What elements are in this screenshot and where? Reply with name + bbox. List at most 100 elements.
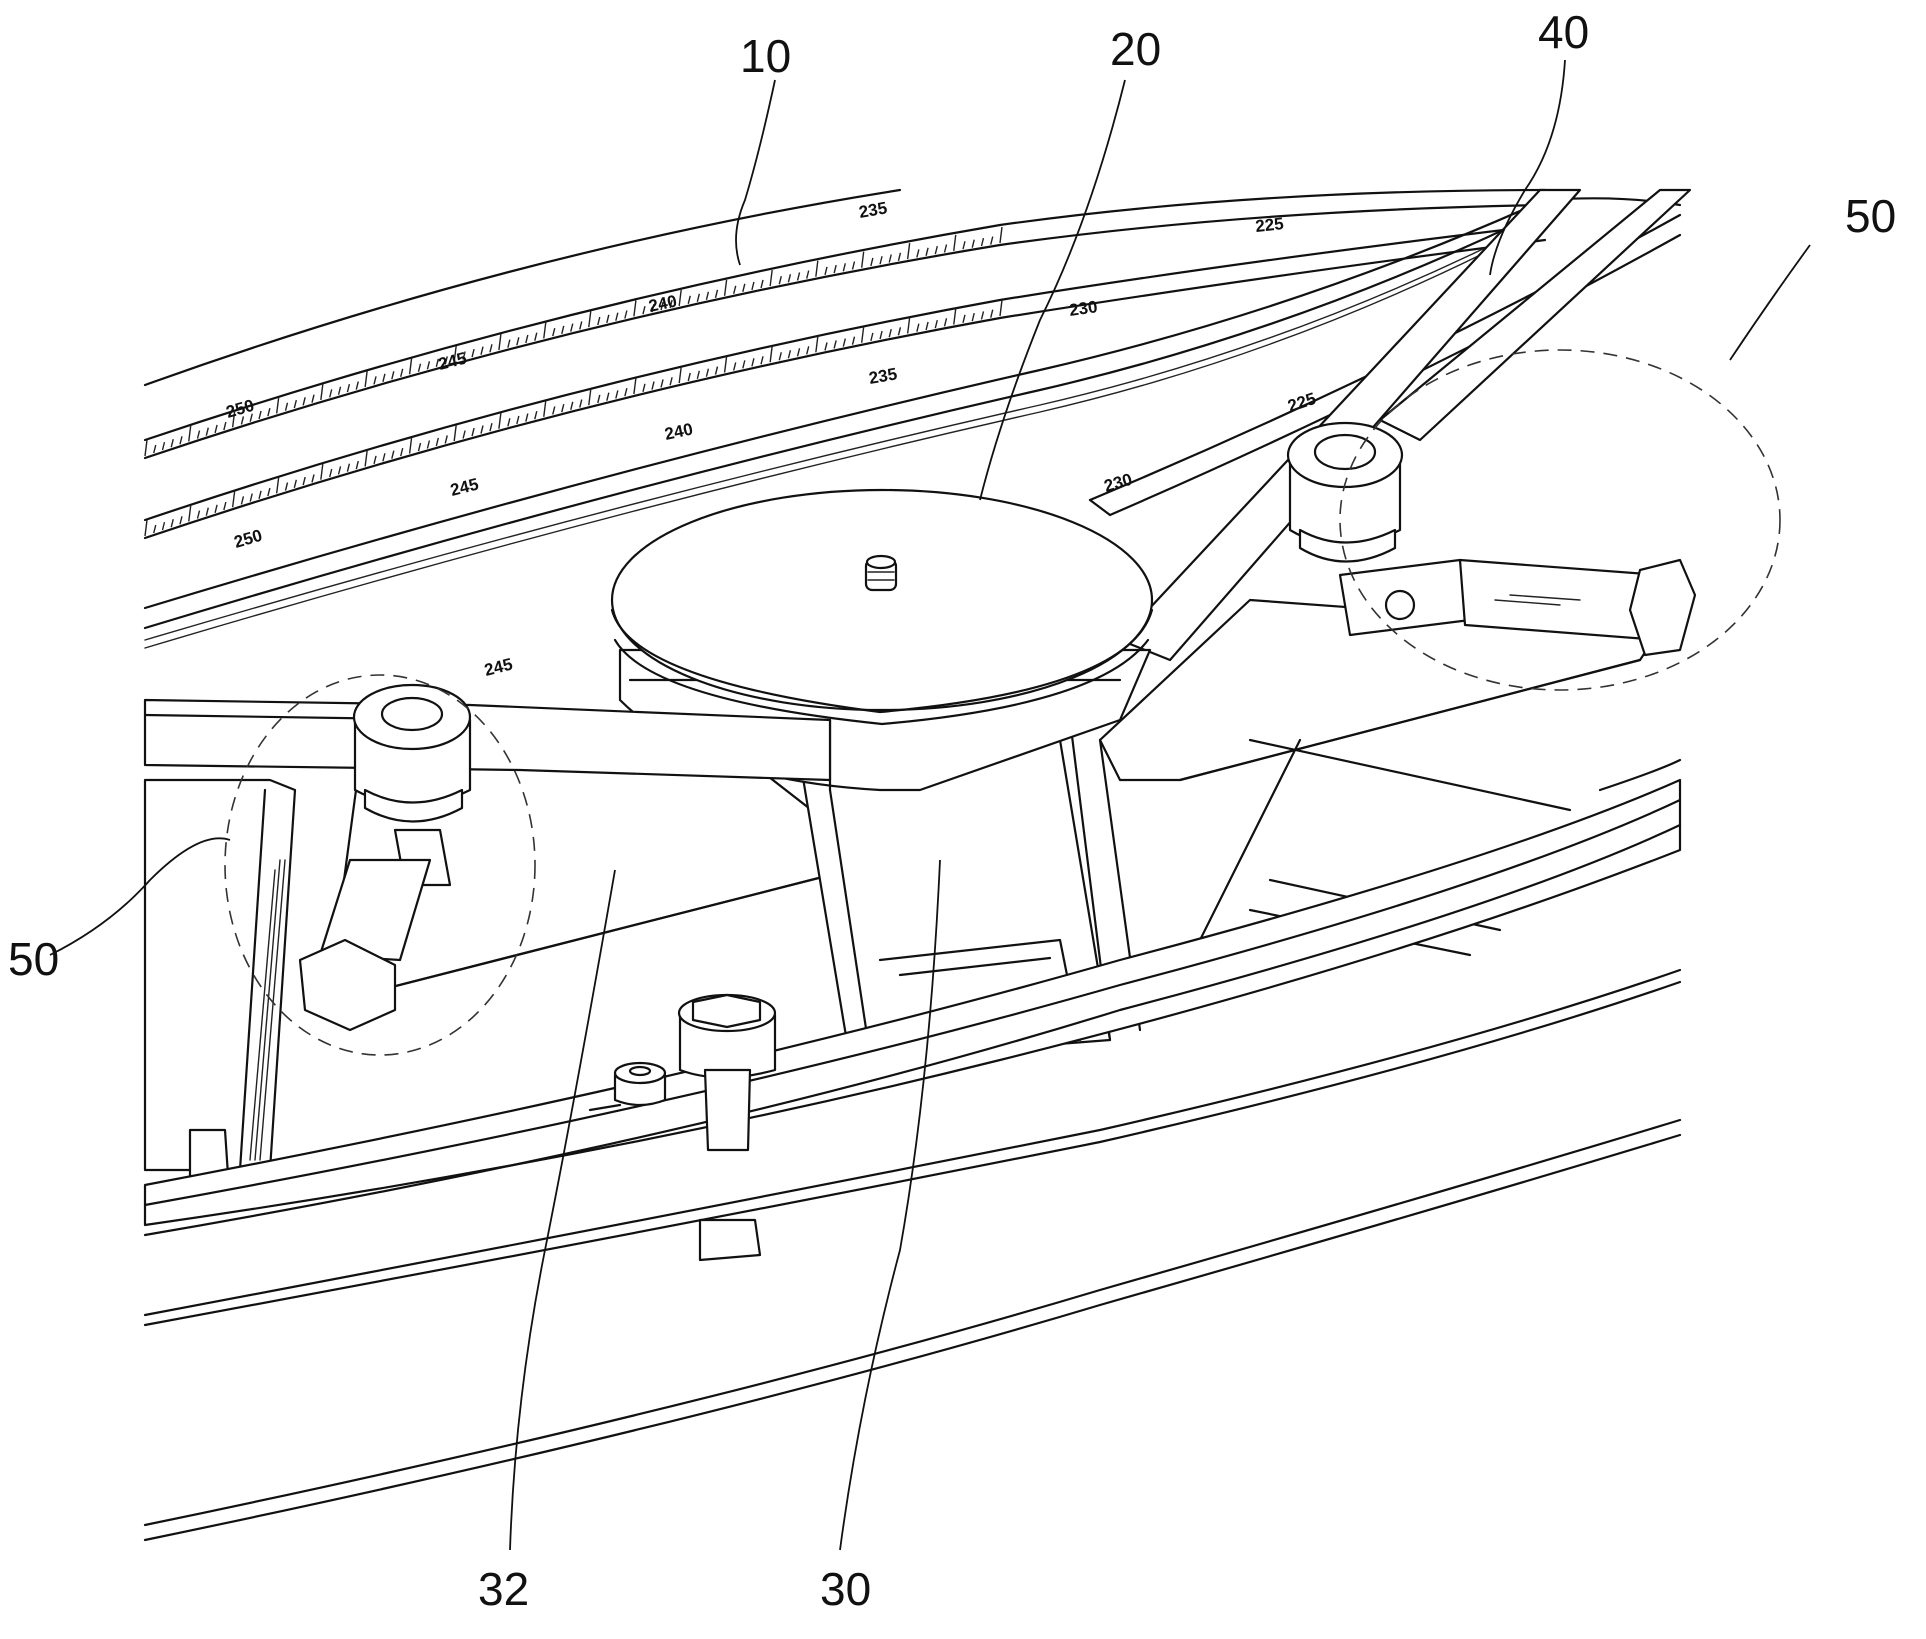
scale-tick [426, 361, 431, 370]
scale-tick [498, 333, 502, 351]
scale-tick [624, 310, 628, 319]
scale-tick [696, 293, 701, 302]
scale-tick [925, 247, 929, 256]
scale-tick [651, 303, 655, 313]
scale-tick [660, 301, 664, 311]
scale-tick [824, 266, 828, 276]
scale-tick [373, 455, 377, 465]
scale-tick [934, 245, 938, 255]
scale-tick [615, 312, 619, 321]
scale-tick [258, 490, 262, 499]
scale-tick [615, 390, 619, 399]
scale-tick [687, 295, 691, 305]
scale-tick [346, 383, 351, 393]
scale-tick [337, 386, 342, 395]
scale-tick [714, 366, 719, 375]
scale-tick [633, 377, 637, 395]
scale-tick [552, 327, 556, 337]
scale-tick [870, 257, 874, 267]
scale-tick [815, 260, 819, 277]
scale-tick [624, 388, 628, 397]
scale-tick [588, 311, 592, 328]
scale-tick [561, 403, 565, 413]
callout-50-right: 50 [1845, 190, 1896, 242]
scale-tick [851, 336, 856, 345]
scale-tick [953, 234, 957, 251]
roller-assembly-left [298, 683, 472, 1032]
scale-tick [971, 239, 975, 248]
scale-tick [760, 356, 764, 365]
scale-tick [806, 270, 810, 279]
scale-tick [588, 389, 592, 406]
scale-tick [205, 507, 209, 516]
scale-tick [842, 338, 847, 347]
left-beam [143, 698, 832, 782]
callout-30: 30 [820, 1563, 871, 1615]
scale-tick [516, 337, 520, 346]
scale-tick [879, 256, 883, 265]
scale-tick [860, 251, 865, 268]
scale-tick [480, 346, 484, 355]
scale-tick [462, 351, 466, 360]
scale-tick [787, 274, 792, 283]
scale-tick [778, 352, 782, 361]
scale-tick [267, 408, 271, 417]
bolt-main [677, 993, 777, 1262]
scale-tick [824, 342, 828, 351]
callout-10: 10 [740, 30, 791, 82]
scale-tick [196, 510, 201, 519]
scale-tick [723, 279, 728, 296]
scale-tick [337, 466, 342, 475]
scale-tick [426, 440, 431, 449]
scale-tick [833, 264, 837, 274]
scale-ticks-upper [144, 226, 1003, 457]
left-bracket [143, 778, 297, 1180]
scale-tick [696, 370, 701, 379]
scale-tick [240, 416, 245, 425]
scale-tick [275, 397, 280, 414]
scale-tick [400, 447, 404, 457]
scale-tick [833, 340, 837, 349]
scale-ring [143, 188, 1547, 649]
scale-tick [346, 463, 351, 472]
scale-tick [597, 394, 601, 404]
roller-assembly-right [1286, 421, 1697, 657]
scale-tick [606, 314, 610, 323]
scale-tick [787, 350, 792, 359]
scale-tick [355, 381, 359, 390]
scale-tick [311, 474, 315, 483]
scale-tick [651, 381, 655, 390]
scale-numbers-upper: 250 245 240 235 230 225 [224, 198, 1285, 422]
scale-tick [231, 491, 236, 508]
scale-tick [687, 372, 691, 382]
scale-tick [320, 383, 324, 401]
callout-32: 32 [478, 1563, 529, 1615]
scale-number: 250 [232, 526, 265, 552]
scale-tick [642, 383, 646, 392]
scale-tick [391, 371, 395, 380]
scale-tick [489, 344, 493, 353]
scale-tick [364, 370, 368, 388]
scale-tick [507, 418, 511, 427]
scale-tick [723, 356, 728, 373]
scale-tick [153, 444, 157, 454]
scale-tick [462, 430, 466, 439]
scale-tick [742, 283, 746, 293]
scale-number: 245 [436, 349, 468, 374]
scale-tick [400, 368, 404, 377]
scale-tick [525, 334, 529, 344]
scale-tick [916, 323, 920, 332]
scale-tick [144, 519, 148, 537]
scale-tick [293, 399, 298, 409]
scale-tick [642, 306, 646, 315]
scale-tick [284, 402, 289, 411]
scale-tick [751, 358, 755, 367]
scale-tick [906, 243, 911, 260]
scale-tick [170, 439, 174, 448]
scale-tick [516, 415, 520, 425]
scale-tick [543, 400, 547, 417]
scale-tick [842, 263, 847, 272]
scale-tick [275, 477, 280, 494]
scale-tick [223, 501, 227, 511]
